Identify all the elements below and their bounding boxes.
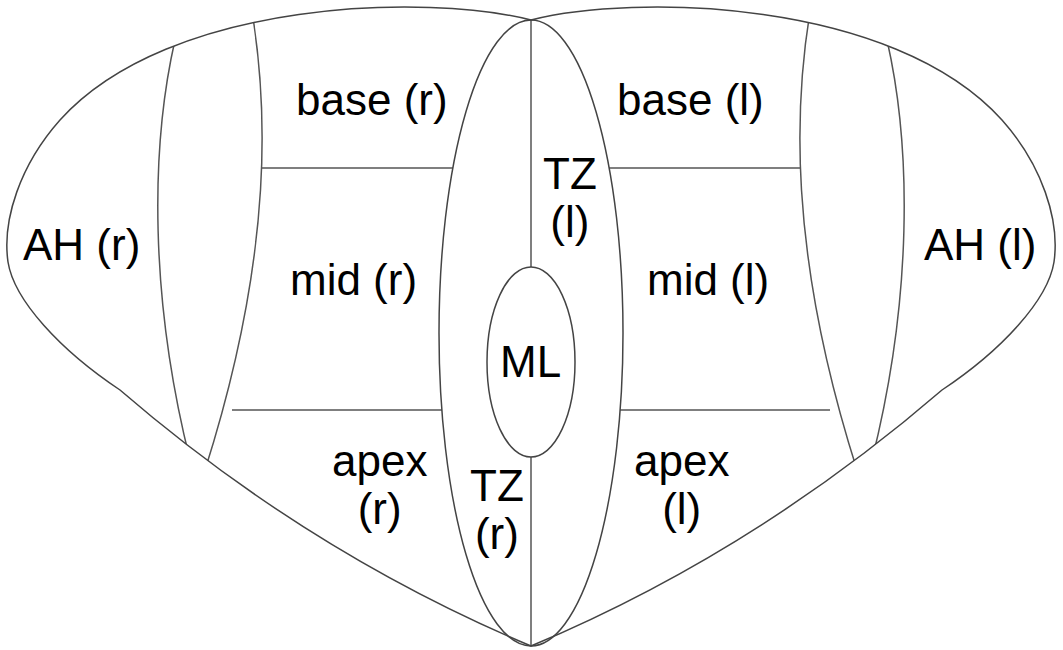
region-label: TZ (l): [543, 150, 597, 247]
base-mid-divider: [262, 167, 453, 169]
region-label: ML: [500, 338, 561, 386]
region-label: base (l): [617, 76, 764, 124]
region-label: AH (r): [23, 221, 140, 269]
region-label: apex (l): [634, 437, 729, 534]
lateral-boundary: [205, 0, 262, 470]
midline-upper: [530, 20, 532, 267]
transition-zone-ellipse: [439, 20, 623, 646]
anterior-horn-arc: [158, 40, 190, 460]
mid-apex-divider: [232, 409, 442, 411]
region-label: base (r): [296, 76, 448, 124]
region-label: AH (l): [924, 221, 1036, 269]
zone-lines: [158, 0, 904, 470]
region-label: mid (l): [647, 256, 769, 304]
region-label: apex (r): [332, 437, 427, 534]
right-lobe-lines: [609, 0, 904, 470]
prostate-outline: [7, 7, 1055, 646]
region-label: mid (r): [290, 256, 417, 304]
region-label: TZ (r): [470, 462, 524, 559]
left-lobe-lines: [158, 0, 453, 470]
midline-lower: [530, 457, 532, 646]
midline-ellipse: [487, 267, 575, 457]
